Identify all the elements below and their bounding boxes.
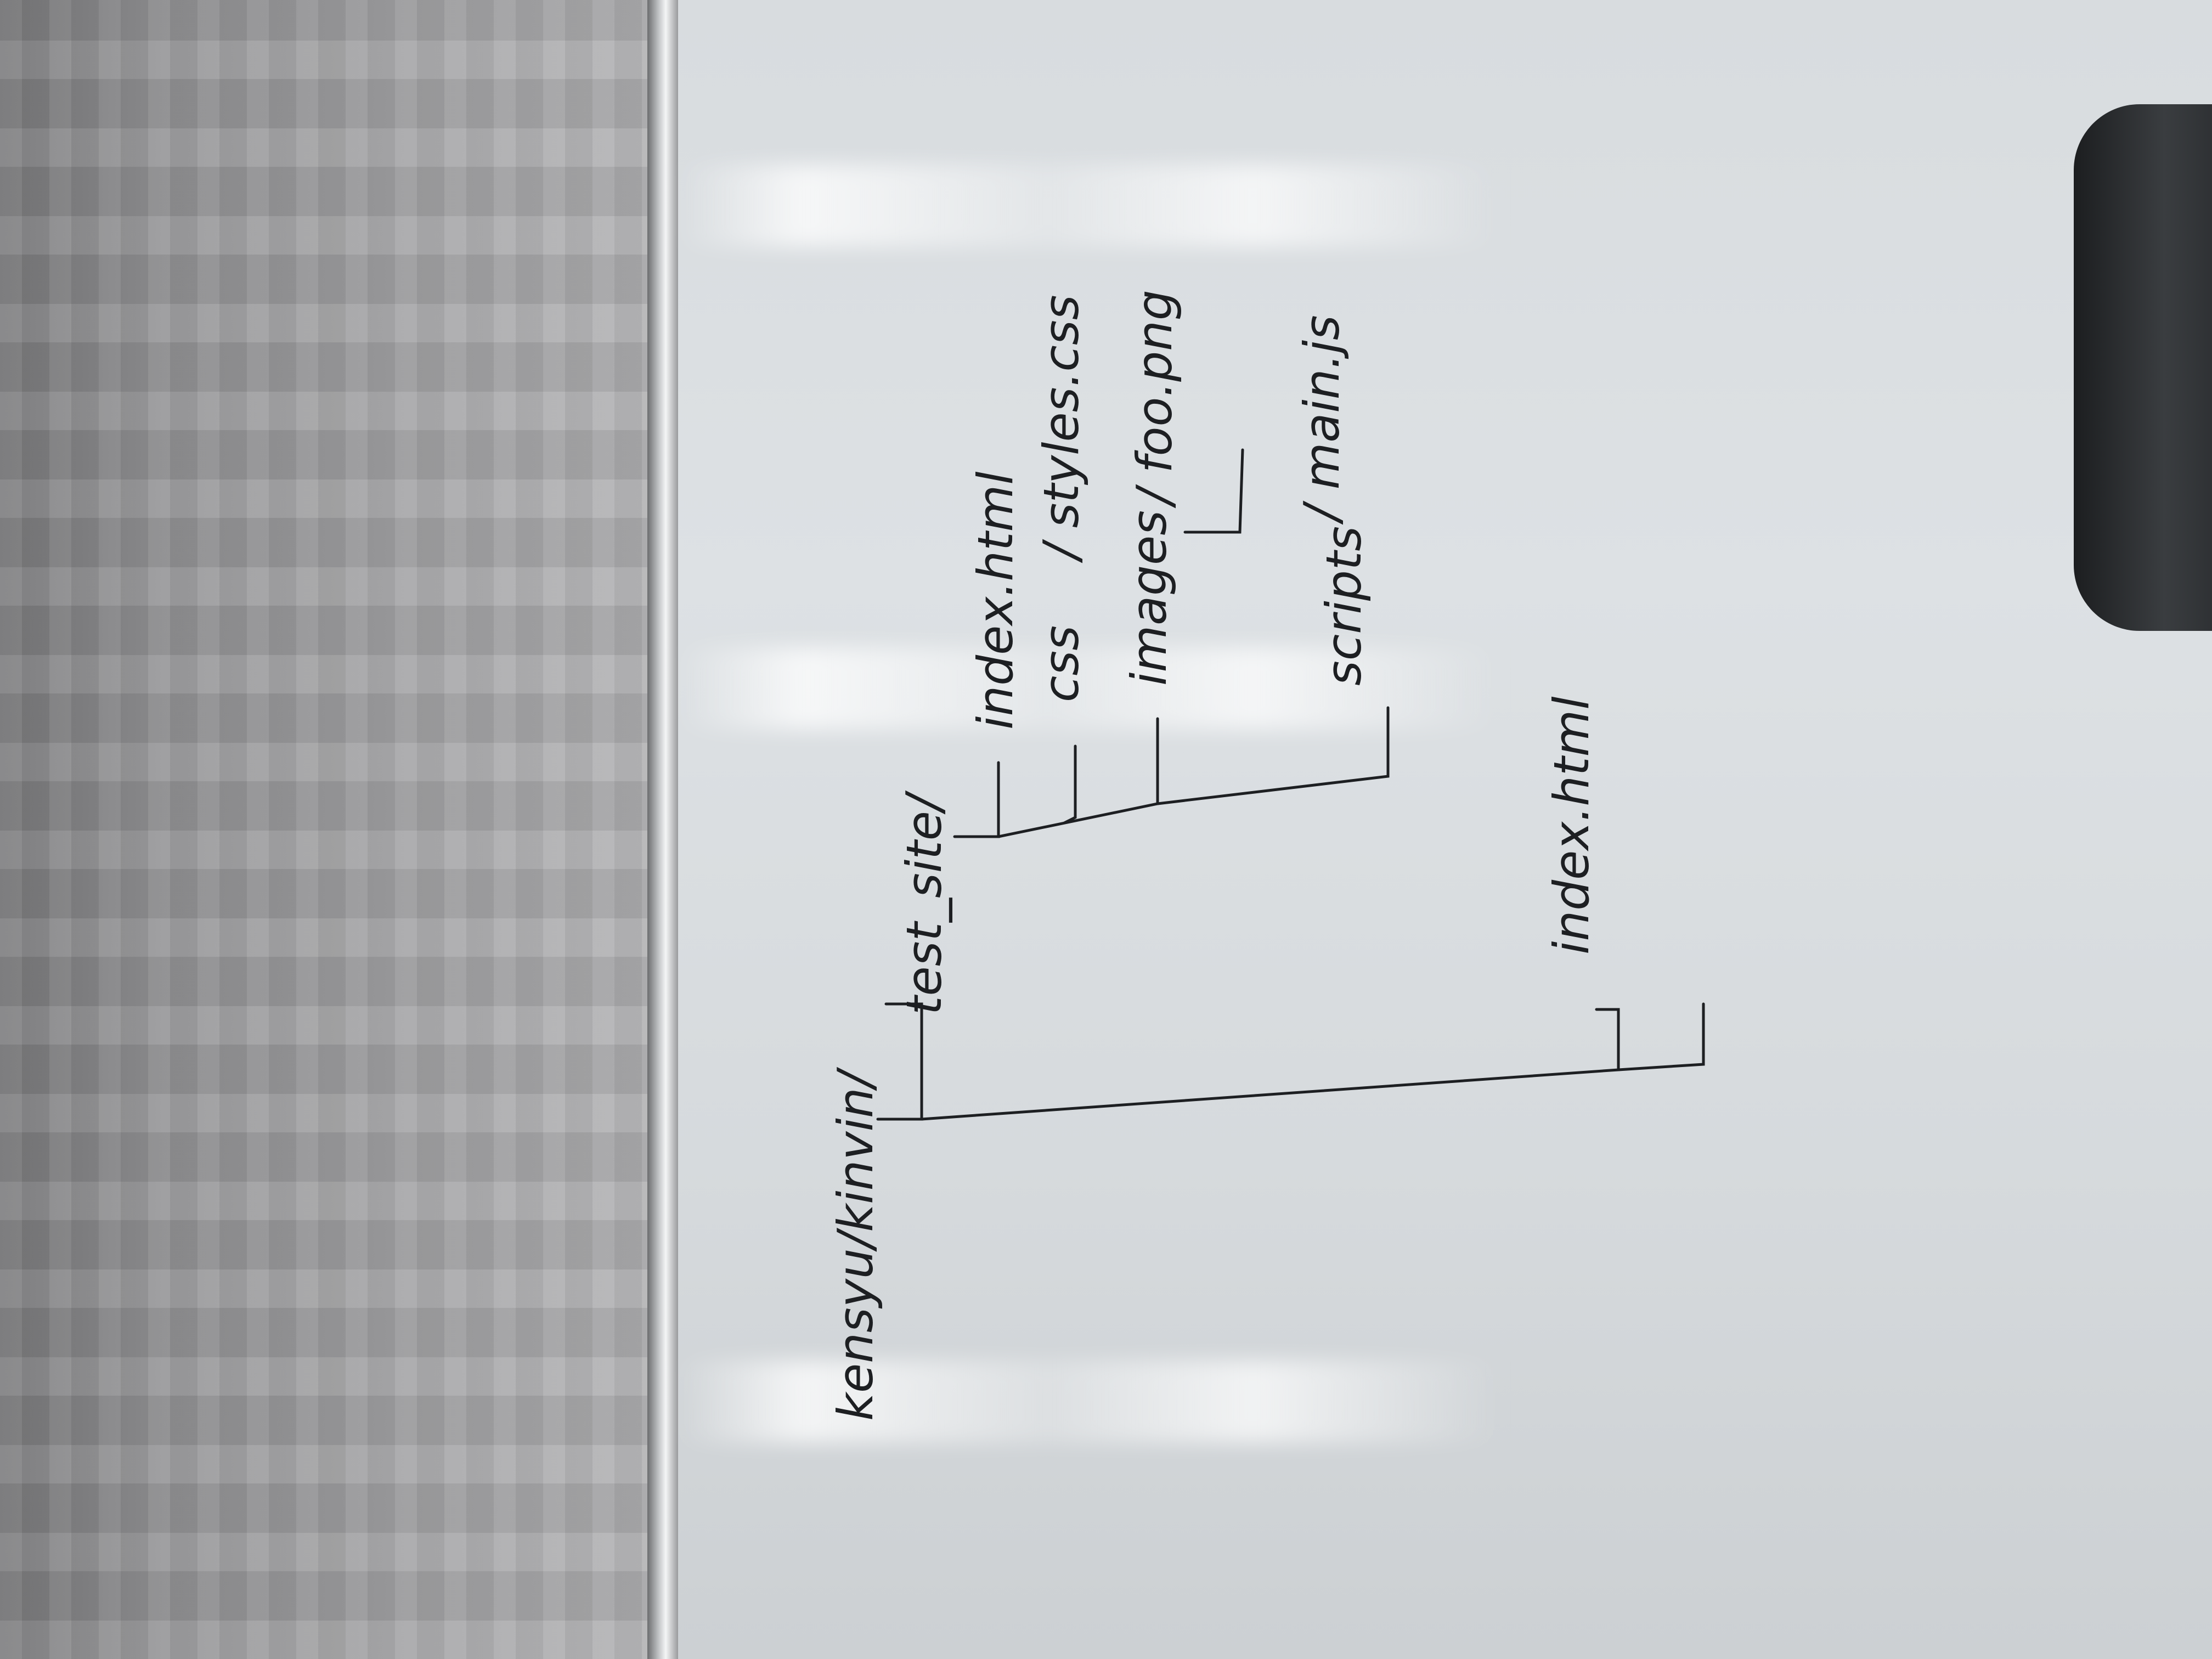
subtree-branch-line: [997, 717, 1159, 838]
folder-css: css: [1033, 625, 1090, 702]
light-reflection: [678, 165, 1501, 247]
root-file-index-html: index.html: [1543, 696, 1600, 955]
subtree-branch-line: [1063, 744, 1077, 825]
images-branch-line: [1183, 448, 1244, 534]
file-styles-css: / styles.css: [1033, 295, 1090, 563]
subtree-branch-line: [1156, 706, 1390, 805]
whiteboard-eraser: [2074, 104, 2212, 631]
tree-branch-line: [920, 1008, 1620, 1121]
whiteboard-frame: [647, 0, 678, 1659]
wall-background: [0, 0, 658, 1659]
folder-scripts: scripts: [1316, 526, 1372, 686]
root-path: kensyu/kinvin/: [827, 1066, 884, 1421]
tree-branch-line: [876, 1002, 923, 1121]
subtree-branch-line: [953, 761, 1000, 838]
folder-test-site: test_site/: [896, 790, 952, 1015]
folder-images: images: [1121, 510, 1177, 686]
light-reflection: [678, 647, 1501, 730]
light-reflection: [678, 1361, 1501, 1443]
file-index-html: index.html: [967, 471, 1024, 730]
file-main-js: / main.js: [1294, 315, 1350, 525]
file-foo-png: / foo.png: [1126, 290, 1183, 509]
tree-branch-line: [1617, 1002, 1705, 1071]
